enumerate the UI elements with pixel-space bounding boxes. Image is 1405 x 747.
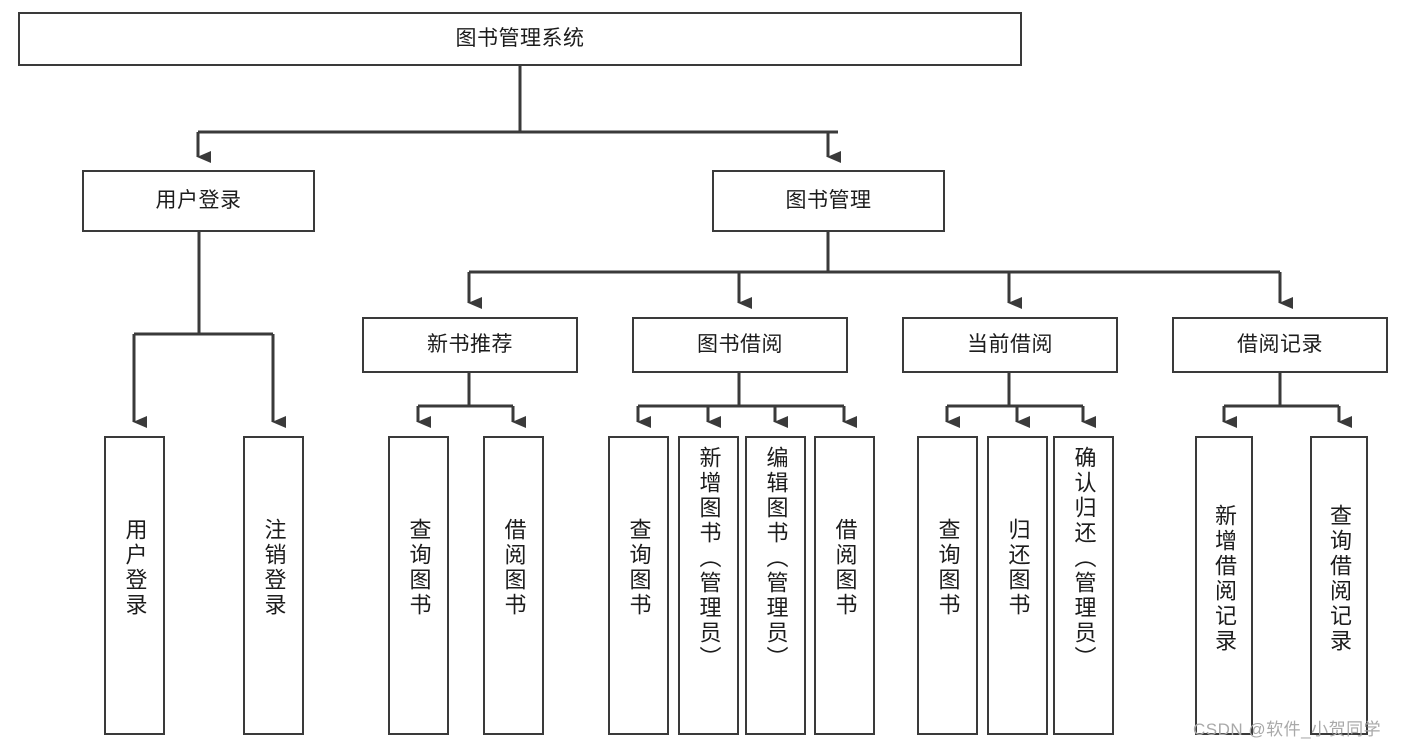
leaf-edit-book[interactable]: 编辑图书（管理员） — [745, 436, 806, 735]
node-book-manage[interactable]: 图书管理 — [712, 170, 945, 232]
node-current-borrow[interactable]: 当前借阅 — [902, 317, 1118, 373]
leaf-add-book[interactable]: 新增图书（管理员） — [678, 436, 739, 735]
leaf-query-book-3[interactable]: 查询图书 — [917, 436, 978, 735]
leaf-borrow-book-2[interactable]: 借阅图书 — [814, 436, 875, 735]
node-current-borrow-label: 当前借阅 — [967, 332, 1053, 356]
node-book-manage-label: 图书管理 — [785, 188, 872, 212]
node-root[interactable]: 图书管理系统 — [18, 12, 1022, 66]
leaf-borrow-book-1[interactable]: 借阅图书 — [483, 436, 544, 735]
leaf-borrow-book-2-label: 借阅图书 — [832, 518, 858, 618]
leaf-user-logout[interactable]: 注销登录 — [243, 436, 304, 735]
leaf-return-book[interactable]: 归还图书 — [987, 436, 1048, 735]
node-borrow-record[interactable]: 借阅记录 — [1172, 317, 1388, 373]
leaf-borrow-book-1-label: 借阅图书 — [501, 518, 527, 618]
leaf-query-record-label: 查询借阅记录 — [1327, 504, 1352, 654]
leaf-user-login[interactable]: 用户登录 — [104, 436, 165, 735]
leaf-edit-book-label: 编辑图书（管理员） — [763, 446, 789, 671]
leaf-query-book-1-label: 查询图书 — [406, 518, 432, 618]
leaf-query-book-2[interactable]: 查询图书 — [608, 436, 669, 735]
node-root-label: 图书管理系统 — [455, 26, 585, 50]
leaf-return-book-label: 归还图书 — [1005, 518, 1031, 618]
watermark: CSDN @软件_小贺同学 — [1193, 720, 1382, 739]
leaf-query-book-3-label: 查询图书 — [935, 518, 961, 618]
leaf-user-logout-label: 注销登录 — [261, 518, 287, 618]
node-user-login[interactable]: 用户登录 — [82, 170, 315, 232]
node-new-book-rec-label: 新书推荐 — [427, 332, 513, 356]
leaf-confirm-return-label: 确认归还（管理员） — [1071, 446, 1097, 671]
leaf-user-login-label: 用户登录 — [122, 518, 148, 618]
leaf-query-record[interactable]: 查询借阅记录 — [1310, 436, 1368, 735]
leaf-add-book-label: 新增图书（管理员） — [696, 446, 722, 671]
node-new-book-rec[interactable]: 新书推荐 — [362, 317, 578, 373]
leaf-query-book-1[interactable]: 查询图书 — [388, 436, 449, 735]
leaf-confirm-return[interactable]: 确认归还（管理员） — [1053, 436, 1114, 735]
leaf-query-book-2-label: 查询图书 — [626, 518, 652, 618]
node-user-login-label: 用户登录 — [155, 188, 242, 212]
node-book-borrow[interactable]: 图书借阅 — [632, 317, 848, 373]
node-borrow-record-label: 借阅记录 — [1237, 332, 1323, 356]
leaf-add-record-label: 新增借阅记录 — [1212, 504, 1237, 654]
leaf-add-record[interactable]: 新增借阅记录 — [1195, 436, 1253, 735]
node-book-borrow-label: 图书借阅 — [697, 332, 783, 356]
